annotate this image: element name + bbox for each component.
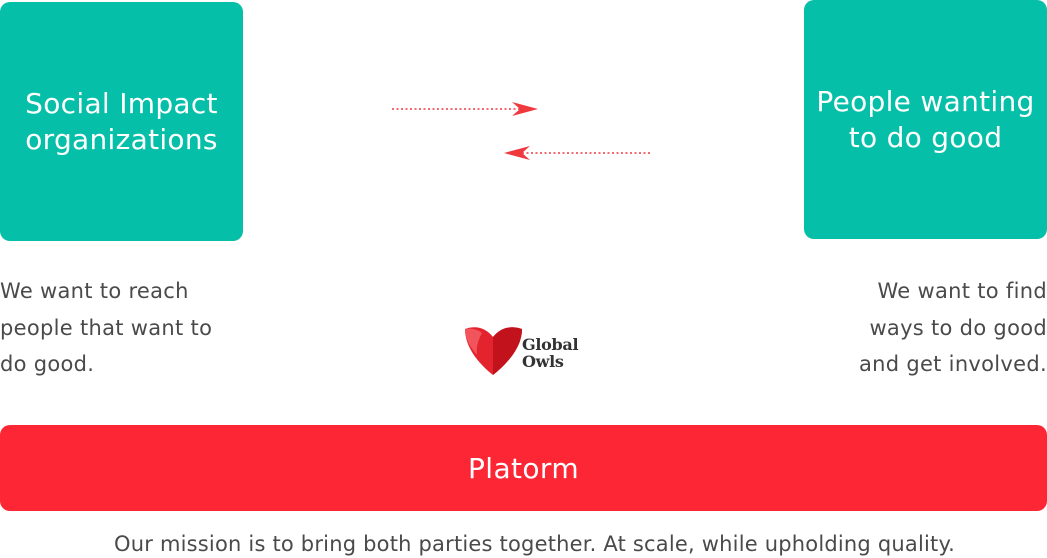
exchange-arrows — [392, 102, 650, 160]
platform-bar: Platorm — [0, 425, 1047, 511]
heart-icon — [465, 327, 522, 375]
people-description: We want to find ways to do good and get … — [858, 279, 1047, 376]
global-owls-logo: Global Owls — [462, 325, 592, 380]
people-wanting-to-do-good-box: People wanting to do good — [804, 0, 1047, 239]
arrow-to-people — [392, 102, 538, 116]
organizations-description: We want to reach people that want to do … — [0, 279, 213, 376]
arrow-to-organizations — [504, 146, 650, 160]
social-impact-organizations-box: Social Impact organizations — [0, 2, 243, 241]
global-owls-wordmark: Global Owls — [522, 335, 579, 371]
mission-statement: Our mission is to bring both parties tog… — [114, 532, 955, 556]
social-impact-organizations-label: Social Impact organizations — [25, 86, 218, 156]
people-wanting-to-do-good-label: People wanting to do good — [816, 84, 1035, 154]
platform-label: Platorm — [467, 451, 580, 485]
